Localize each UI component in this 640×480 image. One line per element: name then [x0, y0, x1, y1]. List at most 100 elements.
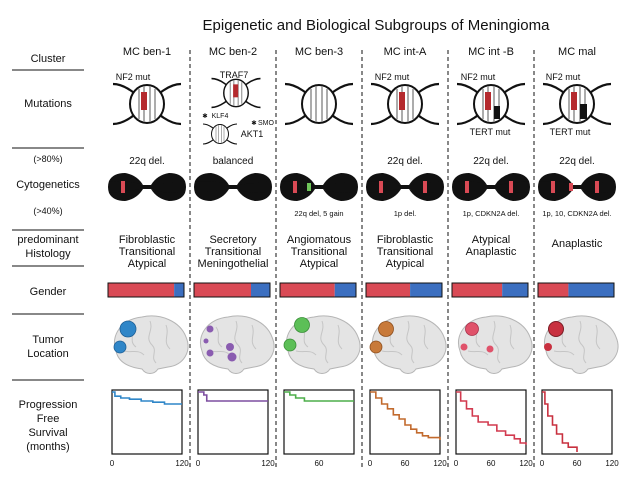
histology-line: Meningothelial: [198, 258, 269, 270]
histology-line: Transitional: [291, 246, 347, 258]
tumor-dot: [548, 321, 564, 337]
tumor-dot: [544, 343, 552, 351]
mutation-label: TRAF7: [220, 70, 249, 80]
chromosome: [194, 173, 272, 201]
pfs-curve: [542, 391, 578, 452]
pfs-tick-label: 0: [454, 459, 459, 468]
chromosome: [280, 173, 358, 201]
mutation-helix: [111, 82, 183, 126]
histology-line: Atypical: [472, 234, 511, 246]
histology-line: Anaplastic: [466, 246, 517, 258]
tumor-dot: [460, 343, 468, 351]
mutation-helix: [455, 82, 527, 126]
brain-diagram: [543, 315, 619, 374]
gender-male-segment: [502, 283, 528, 297]
row-label-pfs-3: Survival: [28, 427, 67, 439]
pfs-tick-label: 120: [519, 459, 533, 468]
histology-line: Fibroblastic: [377, 234, 434, 246]
pfs-tick-label: 60: [573, 459, 582, 468]
pfs-tick-label: 120: [605, 459, 619, 468]
chromosome: [366, 173, 444, 201]
tumor-dot: [486, 345, 494, 353]
cluster-header: MC int-A: [384, 46, 427, 58]
mutation-label: AKT1: [241, 129, 264, 139]
pfs-curve: [284, 391, 354, 402]
row-label-histology-1: predominant: [17, 234, 78, 246]
mutation-label: SMO: [258, 120, 275, 127]
gender-female-segment: [452, 283, 503, 297]
cluster-header: MC int -B: [468, 46, 514, 58]
tumor-dot: [369, 340, 383, 354]
pfs-tick-label: 60: [315, 459, 324, 468]
mutation-label: TERT mut: [470, 127, 511, 137]
cyto-top-label: 22q del.: [129, 156, 165, 167]
tumor-dot: [113, 340, 127, 354]
histology-line: Angiomatous: [287, 234, 352, 246]
cyto-bottom-label: 1p del.: [394, 209, 417, 218]
pfs-tick-label: 120: [175, 459, 189, 468]
pfs-plot-frame: [369, 389, 441, 455]
tumor-dot: [378, 321, 394, 337]
mutation-helix: [202, 123, 238, 145]
gender-bar-frame: [365, 282, 443, 298]
cluster-header: MC ben-1: [123, 46, 171, 58]
histology-line: Atypical: [300, 258, 339, 270]
pfs-tick-label: 60: [487, 459, 496, 468]
chromosome: [538, 173, 616, 201]
mutation-label: NF2 mut: [461, 72, 496, 82]
pfs-tick-label: 120: [261, 459, 275, 468]
gender-bar-frame: [451, 282, 529, 298]
histology-line: Transitional: [205, 246, 261, 258]
gender-female-segment: [366, 283, 411, 297]
row-label-tumor-1: Tumor: [32, 334, 64, 346]
tumor-dot: [206, 325, 214, 333]
chromosome: [452, 173, 530, 201]
pfs-tick-label: 60: [401, 459, 410, 468]
gender-female-segment: [538, 283, 569, 297]
cyto-top-label: 22q del.: [387, 156, 423, 167]
pfs-curve: [198, 391, 268, 402]
gender-bar-frame: [107, 282, 185, 298]
pfs-plot-frame: [283, 389, 355, 455]
gender-female-segment: [108, 283, 175, 297]
chromosome: [108, 173, 186, 201]
row-label-pfs-2: Free: [37, 413, 60, 425]
mutation-label: KLF4: [212, 113, 229, 120]
pfs-tick-label: 0: [110, 459, 115, 468]
gender-female-segment: [280, 283, 335, 297]
row-label-gender: Gender: [30, 286, 67, 298]
pfs-curve: [456, 391, 527, 445]
histology-line: Fibroblastic: [119, 234, 176, 246]
row-label-mutations: Mutations: [24, 98, 72, 110]
figure-title: Epigenetic and Biological Subgroups of M…: [203, 17, 551, 34]
gender-bar-frame: [193, 282, 271, 298]
row-label-cluster: Cluster: [31, 53, 66, 65]
tumor-dot: [465, 322, 479, 336]
gender-bars: [107, 282, 615, 298]
cyto-bottom-label: 1p, 10, CDKN2A del.: [542, 209, 611, 218]
pfs-plot-frame: [197, 389, 269, 455]
brain-diagram: [113, 315, 189, 374]
pfs-plot-frame: [541, 389, 613, 455]
gender-female-segment: [194, 283, 251, 297]
pfs-plot-frame: [455, 389, 527, 455]
histology-line: Anaplastic: [552, 238, 603, 250]
mutation-label: NF2 mut: [116, 72, 151, 82]
gender-bar-frame: [537, 282, 615, 298]
mutation-label: ✱: [251, 119, 257, 127]
gender-male-segment: [334, 283, 356, 297]
row-label-histology-2: Histology: [25, 248, 71, 260]
histology-line: Atypical: [128, 258, 167, 270]
mutation-label: NF2 mut: [546, 72, 581, 82]
pfs-tick-label: 0: [540, 459, 545, 468]
cluster-header: MC ben-2: [209, 46, 257, 58]
tumor-dot: [226, 343, 234, 351]
brain-diagram: [457, 315, 533, 374]
brain-diagram: [369, 315, 447, 374]
tumor-dot: [206, 349, 214, 357]
tumor-dot: [294, 317, 310, 333]
gender-bar-frame: [279, 282, 357, 298]
gender-male-segment: [174, 283, 184, 297]
cluster-header: MC mal: [558, 46, 596, 58]
